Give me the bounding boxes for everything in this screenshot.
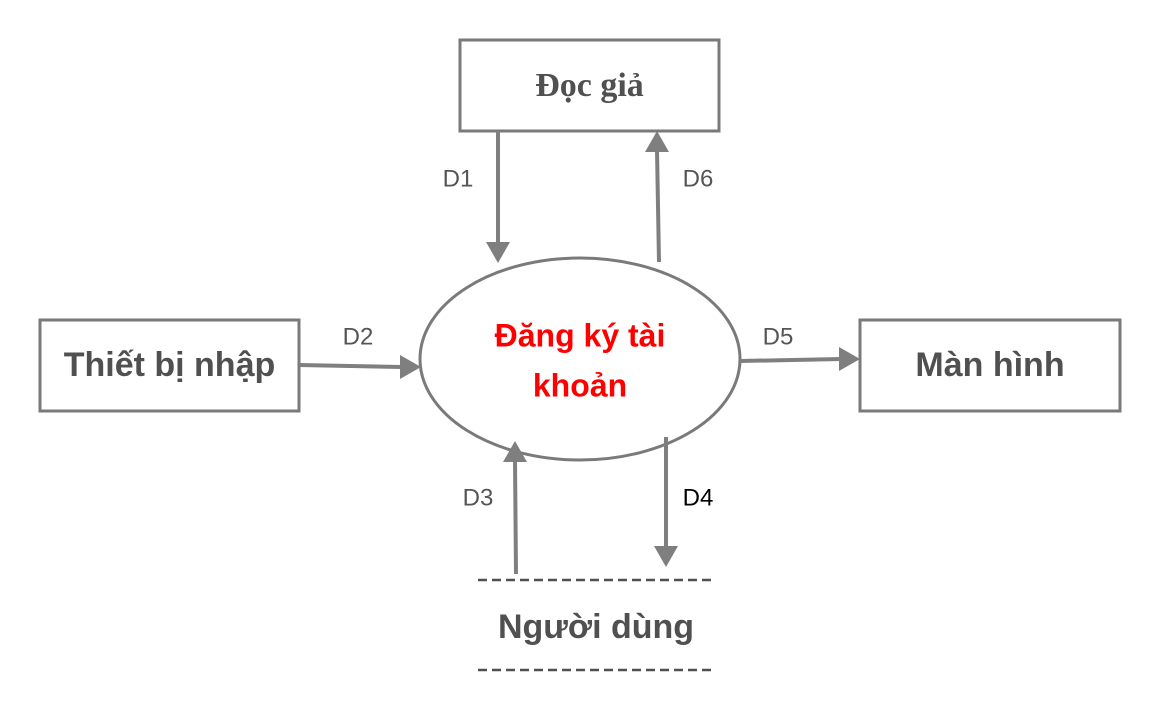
entity-doc-gia: Đọc giả [458, 38, 721, 133]
flow-d3: D3 [463, 441, 527, 575]
entity-man-hinh-box [858, 318, 1122, 413]
flow-d6-line [655, 149, 661, 263]
entity-thiet-bi-nhap: Thiết bị nhập [38, 318, 301, 413]
flow-d1: D1 [443, 131, 510, 263]
flow-d1-arrow-head [486, 242, 510, 263]
flow-d5-line [739, 357, 842, 363]
process-dang-ky-tai-khoan: Đăng ký tài khoản [418, 256, 742, 462]
flow-d5: D5 [739, 323, 860, 371]
flow-d2-label: D2 [343, 323, 374, 350]
flow-d2-arrow-head [400, 355, 421, 379]
entity-doc-gia-label: Đọc giả [535, 67, 644, 104]
entity-doc-gia-box [458, 38, 721, 133]
entity-man-hinh: Màn hình [858, 318, 1122, 413]
flow-d6-label: D6 [683, 165, 714, 192]
process-ellipse [418, 256, 742, 462]
flow-d4-label: D4 [683, 484, 714, 511]
data-store-label: Người dùng [498, 608, 694, 646]
flow-d6: D6 [645, 131, 714, 263]
flow-d3-label: D3 [463, 484, 494, 511]
process-label-line1: Đăng ký tài [495, 317, 666, 353]
flow-d6-arrow-head [645, 131, 669, 152]
flow-d1-label: D1 [443, 165, 474, 192]
entity-man-hinh-label: Màn hình [915, 346, 1064, 384]
flow-d3-line [513, 459, 518, 575]
process-label-line2: khoản [533, 367, 627, 403]
flow-d2-line [298, 363, 403, 369]
flow-d4-arrow-head [654, 546, 678, 567]
flow-d3-arrow-head [503, 441, 527, 462]
flow-d2: D2 [298, 323, 421, 379]
flow-d5-label: D5 [763, 323, 794, 350]
entity-thiet-bi-nhap-label: Thiết bị nhập [64, 346, 276, 384]
flow-d4: D4 [654, 437, 713, 567]
entity-thiet-bi-nhap-box [38, 318, 301, 413]
data-store-nguoi-dung: Người dùng [478, 578, 714, 672]
flow-d5-arrow-head [839, 347, 860, 371]
